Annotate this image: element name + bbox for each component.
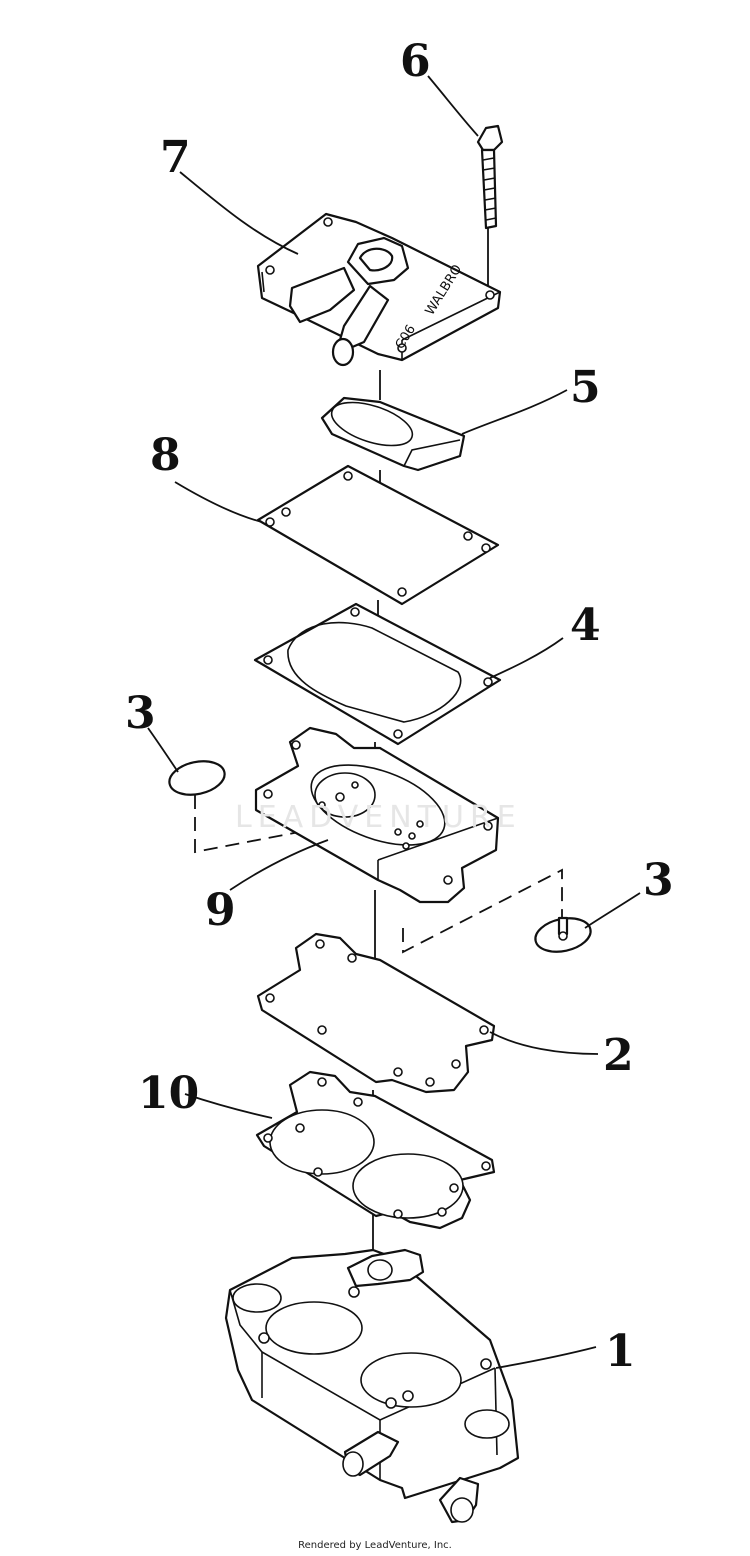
leadventure-watermark: LEADVENTURE [235, 800, 522, 835]
callout-1: 1 [605, 1326, 636, 1377]
callout-7: 7 [160, 132, 191, 183]
callout-8: 8 [150, 430, 181, 481]
callout-4: 4 [570, 600, 601, 651]
callout-5: 5 [570, 362, 601, 413]
callout-labels: 1 2 3 3 4 5 6 7 8 9 10 [125, 36, 674, 1377]
part-1-pump-body [224, 1248, 520, 1524]
callout-3-left: 3 [125, 688, 156, 739]
part-9-pump-plate [254, 726, 500, 904]
callout-6: 6 [400, 36, 431, 87]
part-5-inlet-screen [320, 396, 466, 472]
part-3-check-valve-right [534, 916, 592, 953]
part-6-screw [476, 124, 504, 230]
callout-2: 2 [603, 1030, 634, 1081]
footer-credit: Rendered by LeadVenture, Inc. [298, 1540, 452, 1551]
leader-lines [147, 75, 641, 1369]
part-3-check-valve-left [168, 760, 226, 796]
callout-9: 9 [205, 885, 236, 936]
part-10-lower-gasket [255, 1070, 496, 1230]
callout-10: 10 [138, 1068, 199, 1119]
part-2-diaphragm [256, 932, 496, 1094]
callout-3-right: 3 [643, 855, 674, 906]
part-4-gasket [253, 602, 502, 746]
part-7-pump-cover: WALBRO C06 [256, 212, 502, 367]
part-8-gasket [256, 464, 500, 606]
